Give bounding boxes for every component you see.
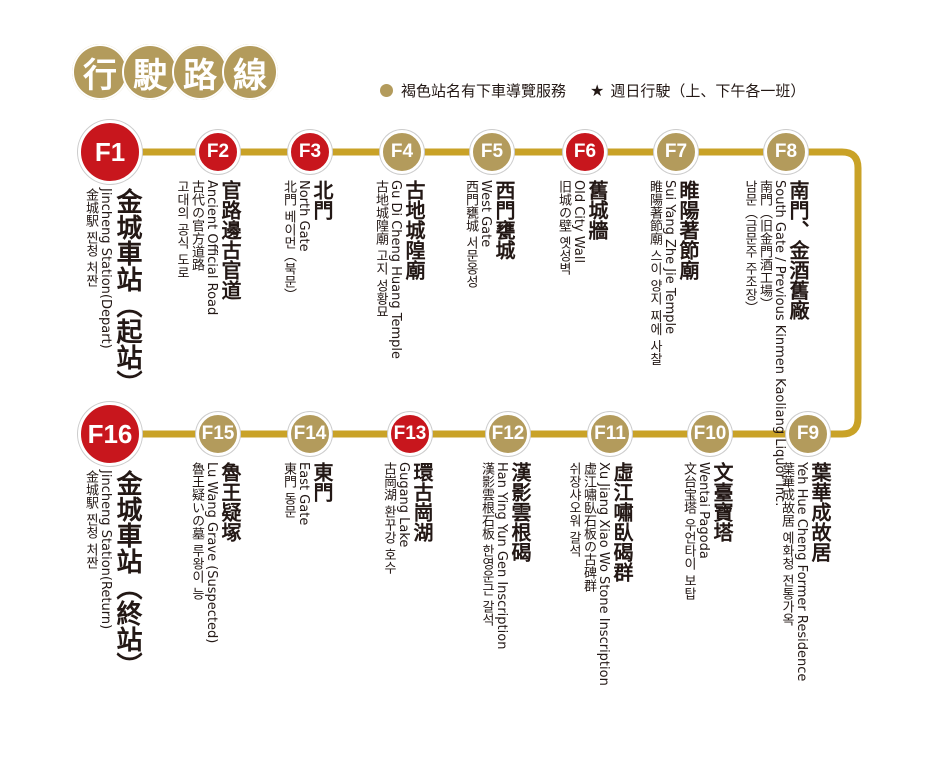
station-translation: 魯王疑いの墓 루왕이 능 (189, 462, 204, 601)
station-translation: 古代の官方道路 (189, 180, 204, 271)
station-translation: Jincheng Station(Depart) (98, 188, 113, 349)
station-badge-f6: F6 (563, 130, 607, 174)
route-title: 行 駛 路 線 (72, 44, 278, 100)
station-translation: Lu Wang Grave (Suspected) (204, 462, 219, 644)
station-name: 北門 (310, 180, 334, 220)
title-char: 行 (72, 44, 128, 100)
station-label-f1: 金城車站（起站）Jincheng Station(Depart)金城駅 찐청 처… (83, 188, 142, 396)
station-translation: 남문（금문주 주조장） (742, 180, 757, 315)
station-badge-f14: F14 (288, 412, 332, 456)
station-badge-f13: F13 (388, 412, 432, 456)
station-badge-f1: F1 (78, 120, 142, 184)
station-badge-f10: F10 (688, 412, 732, 456)
station-badge-f3: F3 (288, 130, 332, 174)
station-translation: Old City Wall (571, 180, 586, 264)
station-name: 金城車站（起站） (112, 188, 142, 396)
station-translation: 고대의 공식 도로 (174, 180, 189, 280)
station-translation: Han Ying Yun Gen Inscription (494, 462, 509, 650)
station-translation: 虚江嘯臥石板の古碑群 (581, 462, 596, 592)
station-name: 虛江嘯臥碣群 (610, 462, 634, 582)
legend-guide-text: 褐色站名有下車導覽服務 (401, 82, 567, 100)
station-translation: Jincheng Station(Return) (98, 470, 113, 630)
station-translation: 旧城の壁 옛성벽 (556, 180, 571, 276)
station-name: 東門 (310, 462, 334, 502)
station-translation: 睢陽著節廟 스이 양지 찌에 사찰 (647, 180, 662, 366)
station-badge-f9: F9 (786, 412, 830, 456)
station-badge-f7: F7 (654, 130, 698, 174)
station-name: 環古崗湖 (410, 462, 434, 542)
station-badge-f5: F5 (470, 130, 514, 174)
station-translation: 南門（旧金門酒工場） (757, 180, 772, 310)
station-badge-f4: F4 (380, 130, 424, 174)
station-badge-f16: F16 (78, 402, 142, 466)
station-translation: 漢影雲根石板 한영운근 갈석 (479, 462, 494, 627)
station-translation: 葉華成故居 예화청 전통가옥 (779, 462, 794, 627)
station-name: 古地城隍廟 (402, 180, 426, 280)
station-translation: 金城駅 찐청 처짠 (83, 188, 98, 288)
station-name: 文臺寶塔 (710, 462, 734, 542)
station-translation: 古崗湖 환꾸강 호수 (381, 462, 396, 575)
station-translation: West Gate (478, 180, 493, 248)
title-char: 路 (172, 44, 228, 100)
station-badge-f11: F11 (588, 412, 632, 456)
title-char: 線 (222, 44, 278, 100)
station-badge-f8: F8 (764, 130, 808, 174)
station-badge-f2: F2 (196, 130, 240, 174)
station-translation: 西門甕城 서문옹성 (463, 180, 478, 289)
station-translation: East Gate (296, 462, 311, 526)
station-translation: Xu Jiang Xiao Wo Stone Inscription (596, 462, 611, 686)
station-translation: 쉬장샤오워 갈석 (566, 462, 581, 558)
station-translation: South Gate / Previous Kinmen Kaoliang Li… (772, 180, 787, 507)
station-badge-f15: F15 (196, 412, 240, 456)
star-icon: ★ (590, 81, 605, 100)
station-translation: North Gate (296, 180, 311, 252)
station-translation: Wentai Pagoda (696, 462, 711, 559)
station-translation: Yeh Hue Cheng Former Residence (794, 462, 809, 682)
legend-sunday-text: 週日行駛（上、下午各一班） (610, 82, 806, 100)
station-name: 舊城牆 (585, 180, 609, 240)
station-translation: 東門 동문 (281, 462, 296, 519)
station-label-f16: 金城車站（終站）Jincheng Station(Return)金城駅 찐청 처… (83, 470, 142, 678)
brown-dot-icon (380, 84, 393, 97)
station-name: 葉華成故居 (808, 462, 832, 562)
station-name: 漢影雲根碣 (508, 462, 532, 562)
station-name: 魯王疑塚 (218, 462, 242, 542)
station-translation: 古地城隍廟 고지 성황묘 (373, 180, 388, 319)
station-translation: 文台宝塔 우언타이 보탑 (681, 462, 696, 601)
station-translation: Sui Yang Zhe Jie Temple (662, 180, 677, 335)
station-name: 西門甕城 (492, 180, 516, 260)
station-name: 官路邊古官道 (218, 180, 242, 300)
station-translation: 金城駅 찐청 처짠 (83, 470, 98, 570)
station-translation: Gu Di Cheng Huang Temple (388, 180, 403, 359)
station-translation: Gugang Lake (396, 462, 411, 548)
station-translation: 北門 베이먼（북문） (281, 180, 296, 302)
station-name: 睢陽著節廟 (676, 180, 700, 280)
station-badge-f12: F12 (486, 412, 530, 456)
title-char: 駛 (122, 44, 178, 100)
station-name: 南門、金酒舊廠 (786, 180, 810, 320)
station-name: 金城車站（終站） (112, 470, 142, 678)
station-translation: Ancient Official Road (204, 180, 219, 316)
legend: 褐色站名有下車導覽服務 ★ 週日行駛（上、下午各一班） (380, 80, 805, 101)
